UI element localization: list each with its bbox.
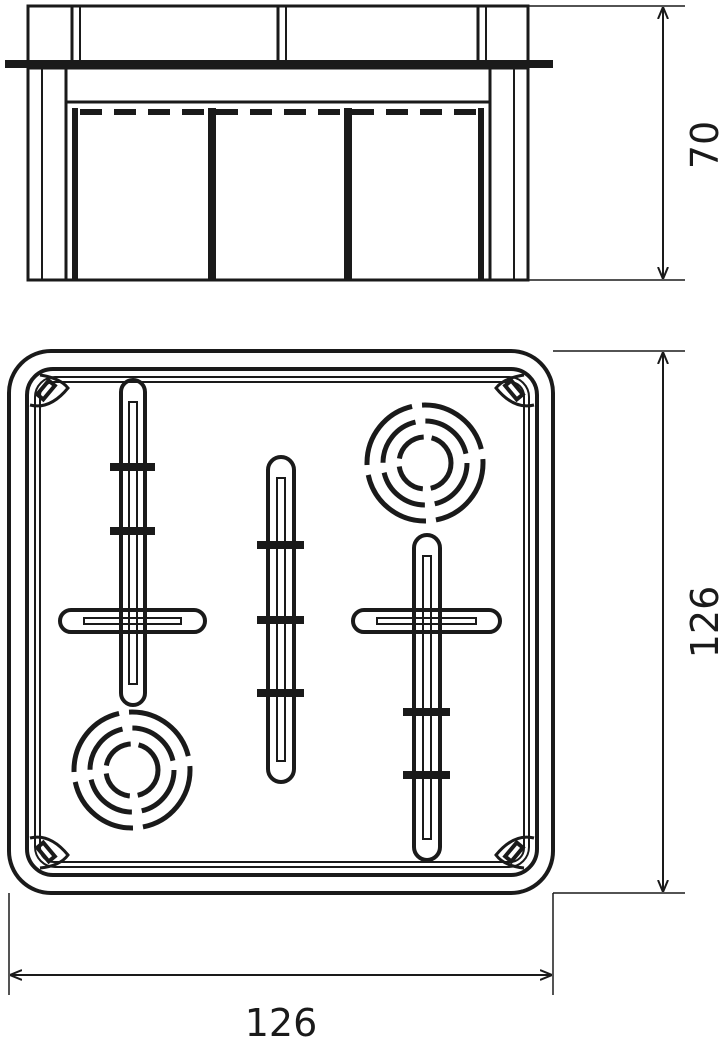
top-view [7,349,555,895]
knockout-slot [257,455,304,784]
round-knockout [364,402,486,524]
dimension-height: 70 [528,5,725,281]
side-view [5,4,553,282]
screw-icon [494,373,535,408]
dimension-label-width: 126 [245,1001,318,1042]
knockout-slot [351,533,502,862]
knockout-slot [58,378,207,707]
screw-icon [29,835,70,870]
dimension-depth: 126 [553,350,725,894]
round-knockout [71,709,193,831]
dimension-width: 126 [8,893,554,1042]
dimension-label-height: 70 [683,121,725,169]
dimension-label-depth: 126 [683,586,725,659]
screw-icon [29,373,70,408]
screw-icon [494,835,535,870]
